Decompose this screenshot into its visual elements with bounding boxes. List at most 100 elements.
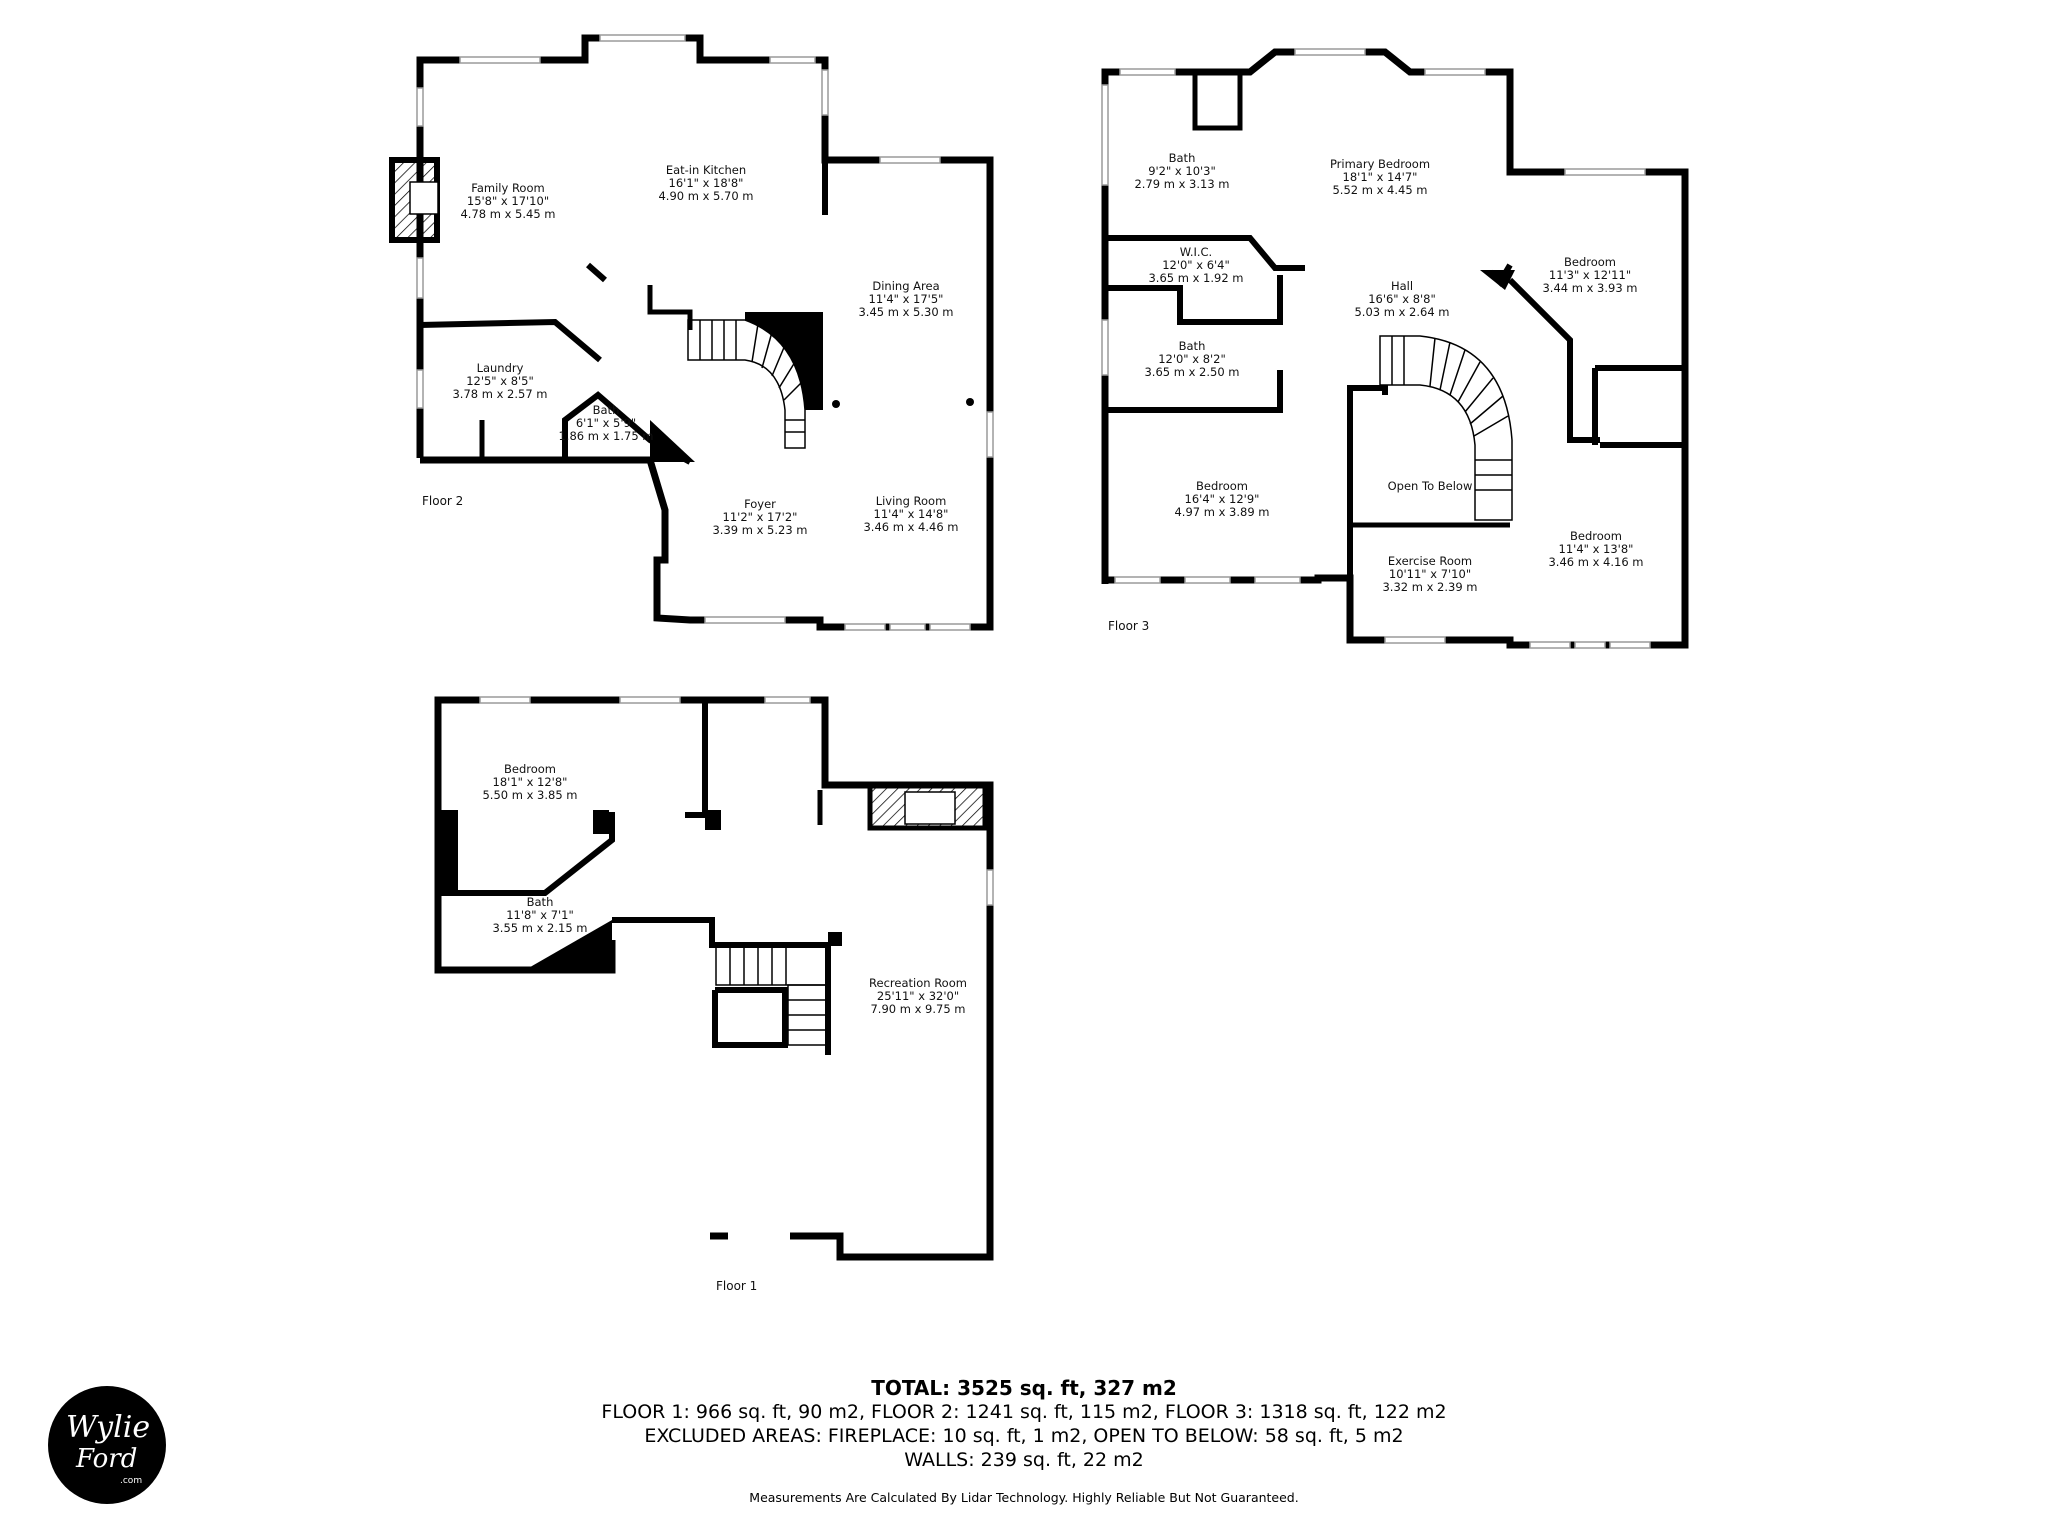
logo: Wylie Ford .com xyxy=(48,1386,166,1504)
room-dimensions: 10'11" x 7'10" xyxy=(1389,567,1471,581)
room-dimensions: 16'6" x 8'8" xyxy=(1368,292,1436,306)
room-name: Recreation Room xyxy=(869,976,967,990)
room-name: Laundry xyxy=(477,361,524,375)
svg-text:W.I.C.12'0" x 6'4"3.65 m x 1.9: W.I.C.12'0" x 6'4"3.65 m x 1.92 m xyxy=(1148,245,1243,285)
room-name: Bath xyxy=(1169,151,1196,165)
floor-1-stairs xyxy=(715,944,827,1046)
room-dimensions-metric: 3.55 m x 2.15 m xyxy=(492,921,587,935)
room-dimensions-metric: 4.97 m x 3.89 m xyxy=(1174,505,1269,519)
floor-3-bath-mid-wall xyxy=(1105,370,1283,413)
floor-2-fireplace-box xyxy=(409,181,439,215)
floor-3-plan xyxy=(1101,48,1689,649)
floor-1-fireplace-box xyxy=(904,791,956,825)
room-dimensions-metric: 3.32 m x 2.39 m xyxy=(1382,580,1477,594)
room-dimensions: 6'1" x 5'9" xyxy=(576,416,636,430)
walls-area: WALLS: 239 sq. ft, 22 m2 xyxy=(904,1449,1144,1471)
room-dimensions-metric: 3.46 m x 4.16 m xyxy=(1548,555,1643,569)
floor-3-label: Floor 3 xyxy=(1108,619,1149,633)
room-dimensions-metric: 4.90 m x 5.70 m xyxy=(658,189,753,203)
floor-1-post xyxy=(828,932,842,946)
room-dimensions: 25'11" x 32'0" xyxy=(877,989,959,1003)
room-dimensions: 9'2" x 10'3" xyxy=(1148,164,1216,178)
floor-3-windows xyxy=(1101,48,1651,649)
floor-2-outer-wall xyxy=(416,34,994,631)
floor-1-bedroom-divider xyxy=(685,700,708,818)
floor-1-bath-wall xyxy=(440,812,615,896)
open-to-below-label: Open To Below xyxy=(1388,479,1473,493)
room-dimensions: 11'4" x 13'8" xyxy=(1559,542,1634,556)
room-dimensions: 15'8" x 17'10" xyxy=(467,194,549,208)
room-dimensions-metric: 7.90 m x 9.75 m xyxy=(870,1002,965,1016)
logo-text: Ford xyxy=(76,1444,138,1474)
room-dimensions: 12'0" x 6'4" xyxy=(1162,258,1230,272)
room-dimensions-metric: 5.50 m x 3.85 m xyxy=(482,788,577,802)
room-name: Living Room xyxy=(876,494,947,508)
total-area: TOTAL: 3525 sq. ft, 327 m2 xyxy=(871,1376,1177,1400)
floor-1-stair-box xyxy=(712,987,788,1048)
floor-1-stair-wall xyxy=(612,917,831,1055)
excluded-areas: EXCLUDED AREAS: FIREPLACE: 10 sq. ft, 1 … xyxy=(644,1425,1404,1447)
floor-3-closet xyxy=(1192,75,1243,131)
floor-3-bath-top-wall xyxy=(1105,235,1305,271)
room-dimensions-metric: 3.65 m x 2.50 m xyxy=(1144,365,1239,379)
room-name: Bedroom xyxy=(1564,255,1616,269)
room-dimensions: 12'5" x 8'5" xyxy=(466,374,534,388)
room-dimensions-metric: 3.39 m x 5.23 m xyxy=(712,523,807,537)
floor-2-column xyxy=(832,400,840,408)
floor-1-outer-wall xyxy=(434,696,994,1261)
room-dimensions: 11'2" x 17'2" xyxy=(723,510,798,524)
floor-1-wall-fill xyxy=(440,810,458,890)
room-name: Bedroom xyxy=(1570,529,1622,543)
floor-3-stairs xyxy=(1379,335,1513,521)
floor-2-column xyxy=(966,398,974,406)
room-dimensions: 16'1" x 18'8" xyxy=(669,176,744,190)
room-dimensions-metric: 5.52 m x 4.45 m xyxy=(1332,183,1427,197)
room-dimensions: 11'4" x 14'8" xyxy=(874,507,949,521)
area-summary: TOTAL: 3525 sq. ft, 327 m2 FLOOR 1: 966 … xyxy=(0,1376,2048,1472)
floor-2-stair-core xyxy=(745,312,823,410)
floor-2-kitchen-island xyxy=(647,285,693,330)
room-name: W.I.C. xyxy=(1180,245,1212,259)
room-name: Primary Bedroom xyxy=(1330,157,1430,171)
room-dimensions-metric: 3.45 m x 5.30 m xyxy=(858,305,953,319)
room-dimensions-metric: 5.03 m x 2.64 m xyxy=(1354,305,1449,319)
floor-1-post xyxy=(593,810,609,834)
room-dimensions: 18'1" x 14'7" xyxy=(1343,170,1418,184)
floor-2-label: Floor 2 xyxy=(422,494,463,508)
room-dimensions-metric: 3.44 m x 3.93 m xyxy=(1542,281,1637,295)
floor-2-plan xyxy=(416,34,994,631)
room-dimensions: 16'4" x 12'9" xyxy=(1185,492,1260,506)
floor-3-bedroom-w-wall xyxy=(1347,385,1388,580)
room-dimensions-metric: 3.65 m x 1.92 m xyxy=(1148,271,1243,285)
room-dimensions-metric: 1.86 m x 1.75 m xyxy=(558,429,653,443)
room-dimensions-metric: 2.79 m x 3.13 m xyxy=(1134,177,1229,191)
floor-1-bath-corner xyxy=(525,920,612,970)
logo-text: Wylie xyxy=(66,1410,151,1445)
floor-3-wic-wall xyxy=(1105,275,1283,325)
room-name: Bath xyxy=(527,895,554,909)
floor-1-label: Floor 1 xyxy=(716,1279,757,1293)
room-dimensions: 11'4" x 17'5" xyxy=(869,292,944,306)
floor-3-wall-corner xyxy=(1480,270,1515,290)
room-dimensions: 12'0" x 8'2" xyxy=(1158,352,1226,366)
room-name: Bath xyxy=(593,403,620,417)
room-name: Foyer xyxy=(744,497,776,511)
room-name: Dining Area xyxy=(872,279,939,293)
